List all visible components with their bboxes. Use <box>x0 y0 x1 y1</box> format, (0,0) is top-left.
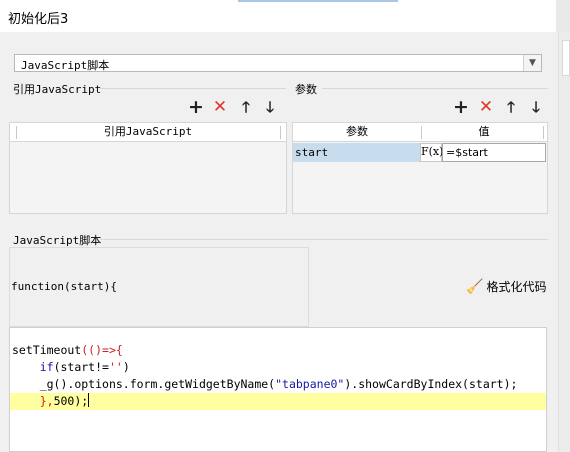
delete-param-button[interactable]: ✕ <box>478 97 494 117</box>
references-column-header: 引用JavaScript <box>10 123 286 142</box>
code-line-1[interactable]: setTimeout(()=>{ <box>10 342 546 359</box>
code-token: '' <box>108 360 123 374</box>
param-name-cell[interactable]: start <box>293 143 420 162</box>
code-token: ); <box>74 394 89 408</box>
references-divider <box>100 88 286 89</box>
move-up-param-button[interactable]: 🡑 <box>507 98 515 116</box>
params-column-value-header: 值 <box>421 123 547 142</box>
format-code-label: 格式化代码 <box>486 280 547 294</box>
broom-icon: 🧹 <box>466 279 484 295</box>
add-param-button[interactable]: + <box>453 96 469 118</box>
code-token: "tabpane0" <box>275 377 345 391</box>
code-token: ).showCardByIndex(start); <box>344 377 518 391</box>
code-token: }, <box>39 394 54 408</box>
formula-button[interactable]: F(x) <box>420 143 443 162</box>
code-line-2[interactable]: if(start!='') <box>10 359 546 376</box>
window-title: 初始化后3 <box>8 12 69 27</box>
format-code-button[interactable]: 🧹格式化代码 <box>466 278 546 298</box>
move-down-param-button[interactable]: 🡓 <box>532 98 540 116</box>
column-separator <box>543 126 544 139</box>
code-token: if <box>39 360 54 374</box>
code-token: setTimeout <box>12 343 82 357</box>
gutter-handle[interactable] <box>562 40 570 76</box>
references-section-title: 引用JavaScript <box>13 83 102 96</box>
title-bar-edge <box>556 0 570 32</box>
code-editor[interactable]: setTimeout(()=>{ if(start!='') _g().opti… <box>9 327 547 452</box>
function-signature: function(start){ <box>11 280 117 293</box>
code-line-4[interactable]: },500); <box>10 393 546 410</box>
params-column-name-header: 参数 <box>293 123 421 142</box>
code-token: 500 <box>53 394 75 408</box>
move-up-reference-button[interactable]: 🡑 <box>242 98 250 116</box>
script-type-value: JavaScript脚本 <box>21 59 110 72</box>
script-divider <box>100 239 548 240</box>
column-separator <box>280 126 281 139</box>
column-separator <box>421 126 422 139</box>
add-reference-button[interactable]: + <box>188 96 204 118</box>
params-table[interactable]: 参数 值 <box>292 122 548 214</box>
code-token: _g().options.form.getWidgetByName( <box>39 377 276 391</box>
column-separator <box>16 126 17 139</box>
top-accent-line <box>238 0 398 2</box>
text-caret <box>88 393 90 407</box>
chevron-down-icon[interactable]: ▼ <box>523 55 541 71</box>
code-token: (start!= <box>53 360 109 374</box>
delete-reference-button[interactable]: ✕ <box>212 97 228 117</box>
move-down-reference-button[interactable]: 🡓 <box>266 98 274 116</box>
params-section-title: 参数 <box>295 83 317 96</box>
code-line-3[interactable]: _g().options.form.getWidgetByName("tabpa… <box>10 376 546 393</box>
script-section-title: JavaScript脚本 <box>13 234 102 247</box>
param-value-field[interactable]: =$start <box>442 143 546 162</box>
title-bar <box>0 0 570 32</box>
code-token: ) <box>122 360 130 374</box>
function-signature-box <box>9 247 309 327</box>
right-gutter <box>558 32 570 452</box>
params-divider <box>322 88 548 89</box>
code-token: (()=>{ <box>81 343 123 357</box>
script-type-select[interactable]: JavaScript脚本 ▼ <box>14 54 542 72</box>
references-table[interactable]: 引用JavaScript <box>9 122 287 214</box>
